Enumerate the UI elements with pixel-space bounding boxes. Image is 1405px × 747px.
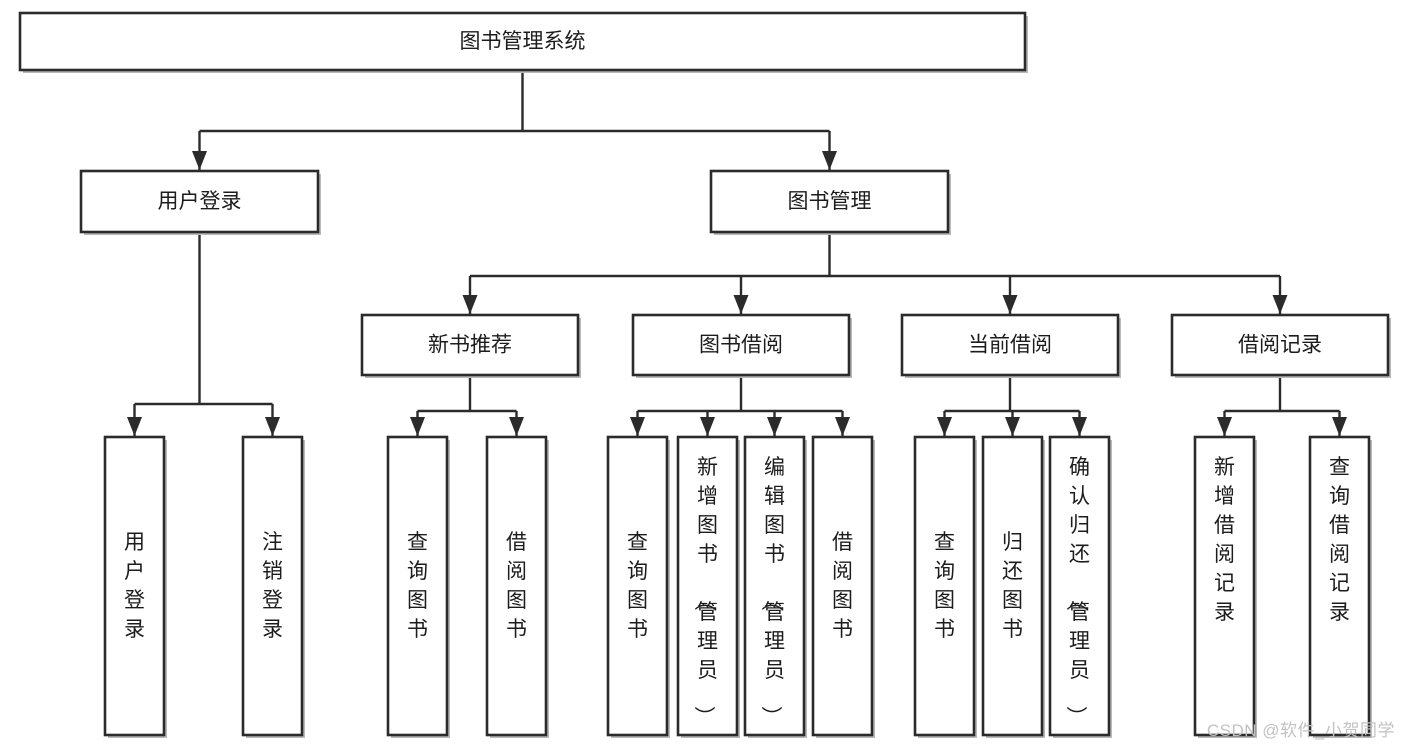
node-box[interactable]	[103, 435, 166, 737]
node-label: 借阅图书	[506, 531, 527, 641]
node-label: 查询借阅记录	[1329, 456, 1350, 624]
arrow-head-icon	[1072, 417, 1087, 436]
node-box[interactable]	[743, 435, 806, 737]
node-book_borrow[interactable]: 图书借阅	[631, 313, 852, 378]
node-leaf_borrow_book_1[interactable]: 借阅图书	[485, 435, 549, 738]
node-label: 图书管理系统	[460, 30, 586, 53]
node-box[interactable]	[1193, 435, 1256, 737]
node-box[interactable]	[606, 435, 669, 737]
node-box[interactable]	[18, 11, 1027, 72]
node-leaf_confirm_return[interactable]: 确认归还（管理员）	[1048, 435, 1112, 738]
node-box[interactable]	[631, 313, 851, 377]
node-label: 新书推荐	[428, 334, 512, 357]
connector-layer	[127, 70, 1347, 436]
node-root[interactable]: 图书管理系统	[18, 11, 1028, 73]
arrow-head-icon	[462, 295, 478, 314]
node-label: 查询图书	[627, 531, 648, 641]
node-box[interactable]	[386, 435, 449, 737]
node-box[interactable]	[360, 313, 580, 377]
arrow-head-icon	[733, 295, 749, 314]
node-label: 图书借阅	[699, 334, 783, 357]
node-leaf_query_record[interactable]: 查询借阅记录	[1308, 435, 1372, 738]
node-leaf_return_book[interactable]: 归还图书	[981, 435, 1045, 738]
node-box[interactable]	[913, 435, 976, 737]
arrow-head-icon	[937, 417, 952, 436]
node-leaf_add_book[interactable]: 新增图书（管理员）	[676, 435, 740, 738]
node-label: 用户登录	[124, 531, 145, 641]
node-book_manage[interactable]: 图书管理	[709, 169, 951, 235]
node-label: 新增借阅记录	[1214, 456, 1235, 624]
node-box[interactable]	[676, 435, 739, 737]
node-leaf_user_login[interactable]: 用户登录	[103, 435, 167, 738]
node-box[interactable]	[485, 435, 548, 737]
arrow-head-icon	[410, 417, 425, 436]
node-leaf_add_record[interactable]: 新增借阅记录	[1193, 435, 1257, 738]
node-box[interactable]	[79, 169, 320, 234]
node-box[interactable]	[1048, 435, 1111, 737]
node-label: 归还图书	[1002, 531, 1023, 641]
arrow-head-icon	[630, 417, 645, 436]
node-box[interactable]	[241, 435, 304, 737]
node-label: 查询图书	[407, 531, 428, 641]
node-label: 用户登录	[158, 190, 242, 213]
node-leaf_logout[interactable]: 注销登录	[241, 435, 305, 738]
node-current_borrow[interactable]: 当前借阅	[900, 313, 1121, 378]
node-box[interactable]	[709, 169, 950, 234]
node-user_login[interactable]: 用户登录	[79, 169, 321, 235]
arrow-head-icon	[265, 417, 280, 436]
node-label: 借阅记录	[1238, 334, 1322, 357]
node-new_book_rec[interactable]: 新书推荐	[360, 313, 581, 378]
arrow-head-icon	[1002, 295, 1018, 314]
node-label: 查询图书	[934, 531, 955, 641]
csdn-watermark: CSDN @软件_小贺同学	[1206, 721, 1395, 740]
node-label: 编辑图书（管理员）	[759, 456, 785, 727]
arrow-head-icon	[509, 417, 524, 436]
node-label: 借阅图书	[832, 531, 853, 641]
node-leaf_borrow_book_2[interactable]: 借阅图书	[811, 435, 875, 738]
node-box[interactable]	[811, 435, 874, 737]
arrow-head-icon	[822, 151, 837, 170]
node-box[interactable]	[981, 435, 1044, 737]
node-label: 确认归还（管理员）	[1064, 456, 1090, 727]
arrow-head-icon	[192, 151, 207, 170]
arrow-head-icon	[700, 417, 715, 436]
node-label: 图书管理	[788, 190, 872, 213]
arrow-head-icon	[1272, 295, 1288, 314]
node-label: 注销登录	[262, 531, 283, 641]
arrow-head-icon	[1217, 417, 1232, 436]
node-layer: 图书管理系统用户登录图书管理新书推荐图书借阅当前借阅借阅记录用户登录注销登录查询…	[18, 11, 1391, 738]
arrow-head-icon	[835, 417, 850, 436]
node-label: 新增图书（管理员）	[692, 456, 718, 727]
arrow-head-icon	[767, 417, 782, 436]
node-borrow_record[interactable]: 借阅记录	[1170, 313, 1391, 378]
arrow-head-icon	[1332, 417, 1347, 436]
arrow-head-icon	[127, 417, 142, 436]
node-box[interactable]	[1308, 435, 1371, 737]
node-box[interactable]	[900, 313, 1120, 377]
node-leaf_query_book_2[interactable]: 查询图书	[606, 435, 670, 738]
node-label: 当前借阅	[968, 334, 1052, 357]
node-box[interactable]	[1170, 313, 1390, 377]
arrow-head-icon	[1005, 417, 1020, 436]
node-leaf_query_book_1[interactable]: 查询图书	[386, 435, 450, 738]
node-leaf_query_book_3[interactable]: 查询图书	[913, 435, 977, 738]
node-leaf_edit_book[interactable]: 编辑图书（管理员）	[743, 435, 807, 738]
